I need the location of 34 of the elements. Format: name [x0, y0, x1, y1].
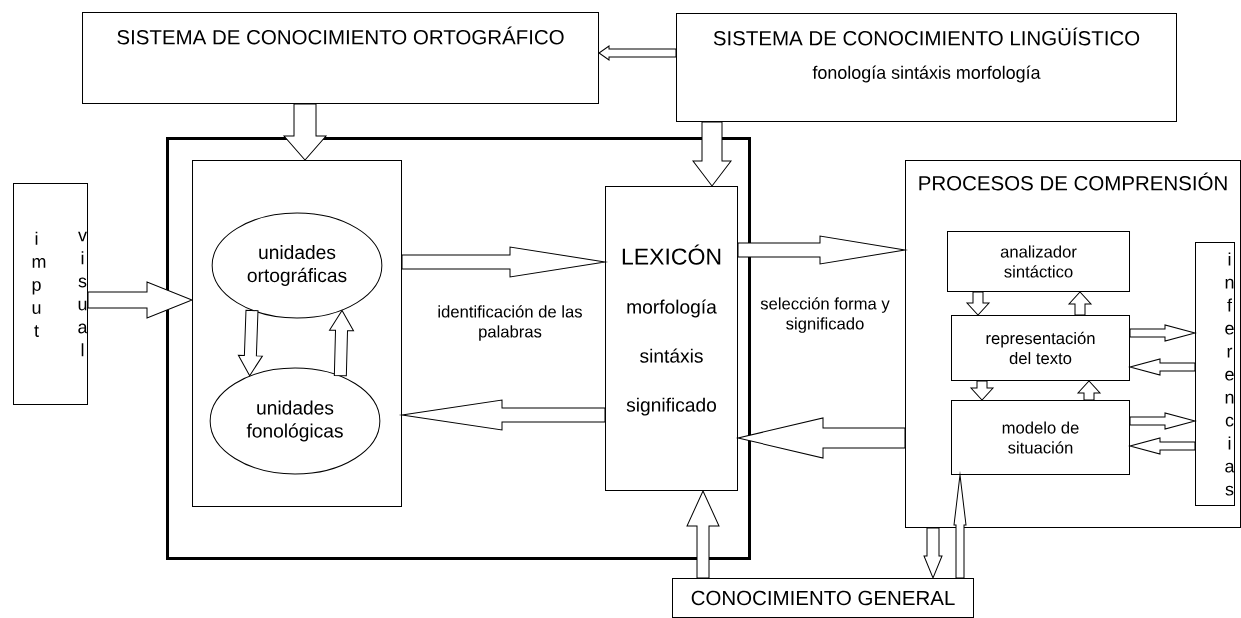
block-arrow [737, 417, 906, 459]
block-arrow [598, 45, 677, 61]
process-box: representación del texto [951, 315, 1130, 381]
block-arrow [1129, 358, 1196, 376]
block-arrow [686, 490, 720, 579]
block-arrow [87, 281, 193, 319]
block-arrow [401, 246, 606, 278]
process-box [192, 160, 402, 507]
block-arrow [283, 103, 327, 161]
inference-box: i n f e r e n c i a s [1195, 242, 1235, 506]
block-arrow [1129, 324, 1196, 342]
block-arrow [966, 291, 990, 316]
annotation-text: identificación de las palabras [438, 305, 582, 341]
block-arrow [737, 235, 906, 265]
block-arrow [237, 309, 263, 377]
process-box: SISTEMA DE CONOCIMIENTO LINGÜÍSTICO fonología sintáxis morfología [676, 13, 1177, 122]
input-box: i m p u t v i s u a l [13, 183, 88, 405]
process-box: analizador sintáctico [947, 231, 1130, 292]
block-arrow [329, 310, 354, 377]
block-arrow [970, 380, 994, 401]
block-arrow [401, 399, 606, 431]
block-arrow [1077, 380, 1101, 401]
block-arrow [1129, 437, 1196, 455]
process-box: CONOCIMIENTO GENERAL [672, 578, 974, 618]
process-box: SISTEMA DE CONOCIMIENTO ORTOGRÁFICO [82, 12, 599, 104]
block-arrow [953, 474, 967, 579]
block-arrow [1068, 291, 1092, 316]
group-frame [166, 137, 751, 560]
process-box: modelo de situación [951, 400, 1130, 475]
block-arrow [923, 527, 943, 579]
block-arrow [1129, 412, 1196, 430]
block-arrow [692, 121, 732, 187]
annotation-text: selección forma y significado [760, 297, 890, 333]
process-box: LEXICÓN morfología sintáxis significado [605, 186, 738, 491]
